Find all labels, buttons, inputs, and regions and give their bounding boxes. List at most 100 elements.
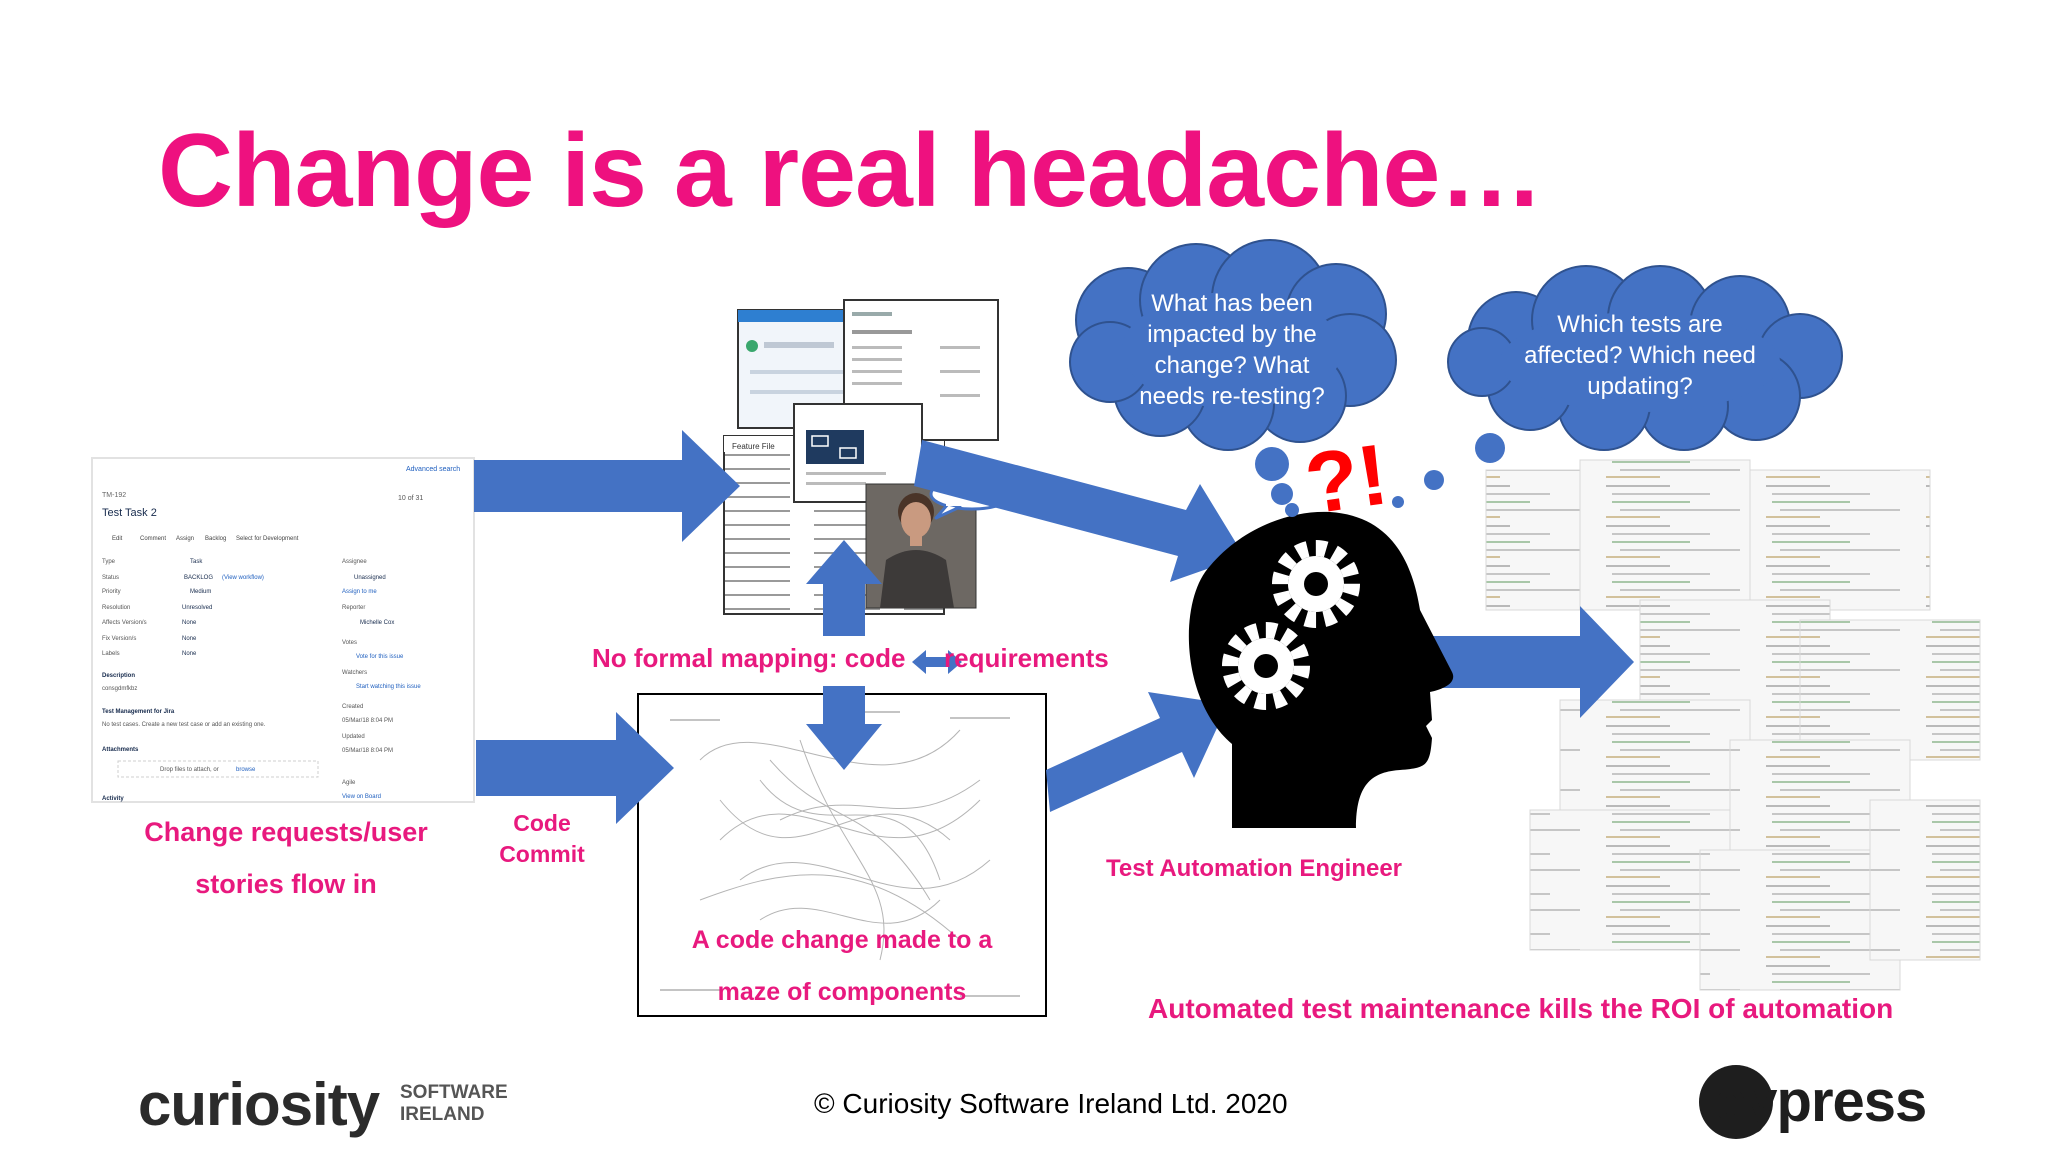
jira-field-value: BACKLOG xyxy=(184,575,213,581)
thought-text-left: What has been impacted by the change? Wh… xyxy=(1112,288,1352,412)
jira-action-select[interactable]: Select for Development xyxy=(236,536,299,542)
jira-screenshot: Advanced search TM-192 Test Task 2 10 of… xyxy=(91,457,475,803)
test-automation-engineer-label: Test Automation Engineer xyxy=(1106,855,1403,882)
jira-field-label: Resolution xyxy=(102,605,130,611)
jira-action-edit[interactable]: Edit xyxy=(112,536,123,542)
no-mapping-prefix: No formal mapping: code xyxy=(592,643,906,673)
copyright: © Curiosity Software Ireland Ltd. 2020 xyxy=(814,1088,1288,1119)
jira-right-label: Watchers xyxy=(342,670,367,676)
jira-field-label: Priority xyxy=(102,589,121,595)
jira-description-label: Description xyxy=(102,673,135,679)
arrow-screens-to-engineer xyxy=(914,440,1244,582)
label-line: Code xyxy=(513,810,571,836)
jira-right-value: 05/Mar/18 8:04 PM xyxy=(342,718,393,724)
jira-field-label: Affects Version/s xyxy=(102,620,147,626)
thought-bubble-dots xyxy=(1255,433,1505,517)
cypress-circle-icon xyxy=(1699,1065,1773,1139)
jira-field-value: None xyxy=(182,651,197,657)
jira-fields-right: Assignee Unassigned Assign to me Reporte… xyxy=(342,559,421,800)
maintenance-label: Automated test maintenance kills the ROI… xyxy=(1148,993,1894,1024)
jira-field-value: None xyxy=(182,636,197,642)
jira-ticket-id: TM-192 xyxy=(102,492,126,499)
label-line: A code change made to a xyxy=(691,926,993,954)
thought-line: updating? xyxy=(1587,373,1693,400)
arrow-maze-to-engineer xyxy=(1046,692,1228,812)
jira-action-comment[interactable]: Comment xyxy=(140,536,166,542)
label-line: Commit xyxy=(499,841,585,867)
jira-field-value: Medium xyxy=(190,589,211,595)
jira-right-label: Votes xyxy=(342,640,357,646)
thought-line: needs re-testing? xyxy=(1139,383,1325,410)
jira-field-label: Status xyxy=(102,575,119,581)
arrow-double-inline xyxy=(912,650,962,674)
label-line: maze of components xyxy=(717,978,967,1006)
cypress-logo: cypress xyxy=(1696,1062,1956,1142)
jira-description-value: consgdmfkbz xyxy=(102,686,137,692)
thought-text-right: Which tests are affected? Which need upd… xyxy=(1500,309,1780,402)
feature-file-label: Feature File xyxy=(732,442,775,451)
cypress-wordmark: cypress xyxy=(1714,1069,1927,1134)
jira-right-value: Unassigned xyxy=(354,575,386,581)
label-line: stories flow in xyxy=(195,868,377,899)
jira-browse-link[interactable]: browse xyxy=(236,767,256,773)
jira-field-label: Fix Version/s xyxy=(102,636,136,642)
jira-attachments-label: Attachments xyxy=(102,747,139,753)
jira-field-label: Type xyxy=(102,559,116,565)
code-commit-label: Code Commit xyxy=(480,808,604,870)
jira-workflow-link[interactable]: (View workflow) xyxy=(222,575,264,581)
jira-right-label: Assignee xyxy=(342,559,367,565)
curiosity-wordmark: curiosity xyxy=(138,1071,380,1138)
curiosity-logo: curiosity SOFTWARE IRELAND xyxy=(138,1070,518,1138)
jira-drop-text: Drop files to attach, or xyxy=(160,767,219,773)
jira-right-label: Reporter xyxy=(342,605,365,611)
change-requests-label: Change requests/user stories flow in xyxy=(96,812,476,906)
jira-field-value: None xyxy=(182,620,197,626)
code-panels xyxy=(1485,459,1981,991)
gear-icon xyxy=(1222,622,1310,710)
jira-tm-text: No test cases. Create a new test case or… xyxy=(102,722,266,728)
jira-fields-left: Type Task Status BACKLOG (View workflow)… xyxy=(102,559,266,802)
screenshot-stack: Feature File xyxy=(723,299,1015,615)
jira-ticket-title: Test Task 2 xyxy=(102,507,157,519)
curiosity-subtext: SOFTWARE IRELAND xyxy=(400,1082,508,1126)
jira-right-value: 05/Mar/18 8:04 PM xyxy=(342,748,393,754)
jira-right-value[interactable]: Start watching this issue xyxy=(356,684,421,690)
slide-title: Change is a real headache… xyxy=(158,113,1543,229)
no-mapping-suffix: requirements xyxy=(944,643,1109,673)
thought-line: What has been xyxy=(1151,290,1313,317)
jira-right-label: Created xyxy=(342,704,363,710)
arrows xyxy=(474,430,1634,824)
arrow-up-to-photo xyxy=(806,540,882,636)
jira-activity-label: Activity xyxy=(102,796,124,802)
jira-right-value[interactable]: Assign to me xyxy=(342,589,377,595)
jira-field-value: Unresolved xyxy=(182,605,212,611)
arrow-down-to-maze xyxy=(806,686,882,770)
curiosity-subtext-line: SOFTWARE xyxy=(400,1082,508,1103)
jira-action-backlog[interactable]: Backlog xyxy=(205,536,226,542)
gear-icon xyxy=(1272,540,1360,628)
jira-right-value[interactable]: Vote for this issue xyxy=(356,654,404,660)
jira-advanced-search[interactable]: Advanced search xyxy=(406,466,460,473)
jira-field-label: Labels xyxy=(102,651,120,657)
code-change-label: A code change made to a maze of componen… xyxy=(642,914,1042,1018)
thought-cloud-left xyxy=(1069,239,1397,451)
thought-cloud-right xyxy=(1447,265,1843,451)
question-exclamation: ?! xyxy=(1300,426,1394,532)
jira-tm-label: Test Management for Jira xyxy=(102,709,175,715)
label-line: Change requests/user xyxy=(144,817,428,847)
thought-line: Which tests are xyxy=(1557,311,1723,338)
jira-action-assign[interactable]: Assign xyxy=(176,536,194,542)
arrow-jira-to-screens xyxy=(474,430,740,542)
jira-right-label: Agile xyxy=(342,780,356,786)
jira-right-value[interactable]: View on Board xyxy=(342,794,381,800)
jira-pager[interactable]: 10 of 31 xyxy=(398,495,423,502)
thought-line: impacted by the xyxy=(1147,321,1317,348)
jira-field-value: Task xyxy=(190,559,203,565)
jira-right-value: Michelle Cox xyxy=(360,620,394,626)
thought-line: affected? Which need xyxy=(1524,342,1756,369)
thought-line: change? What xyxy=(1154,352,1310,379)
engineer-head-icon xyxy=(1188,511,1454,828)
arrow-jira-to-maze xyxy=(476,712,674,824)
